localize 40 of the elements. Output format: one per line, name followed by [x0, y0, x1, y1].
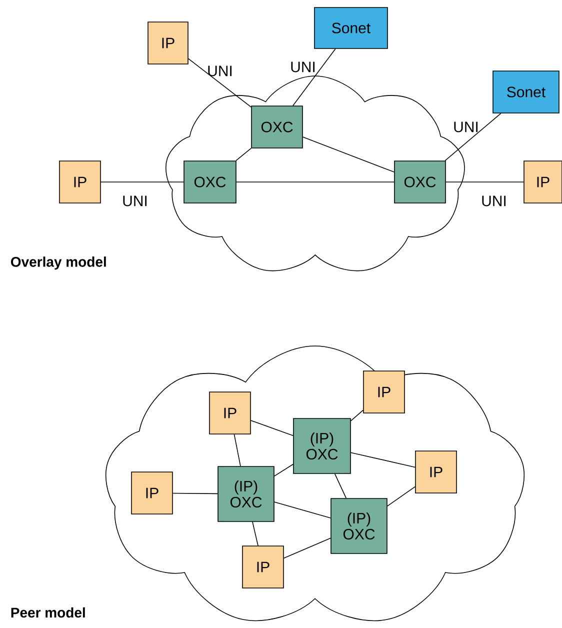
model-caption: Peer model — [11, 607, 85, 618]
ip-box: IP — [59, 160, 101, 204]
oxc-box: OXC — [184, 160, 236, 204]
ip-box: IP — [209, 392, 251, 434]
cloud-shape — [106, 346, 524, 622]
oxc-box: OXC — [251, 106, 303, 148]
ip-box: IP — [148, 22, 188, 64]
edge-label: UNI — [123, 196, 147, 206]
connector-line — [188, 58, 252, 108]
model-caption: Overlay model — [10, 256, 106, 270]
sonet-box: Sonet — [314, 7, 388, 49]
oxc-box: (IP) OXC — [293, 418, 351, 474]
oxc-box: OXC — [394, 160, 446, 204]
oxc-box: (IP) OXC — [330, 498, 388, 554]
ip-box: IP — [242, 546, 284, 588]
connector-line — [444, 113, 502, 161]
oxc-box: (IP) OXC — [218, 466, 274, 522]
connector-line — [292, 48, 336, 106]
sonet-box: Sonet — [492, 70, 560, 114]
connector-line — [234, 434, 241, 466]
edge-label: UNI — [208, 66, 232, 76]
edge-label: UNI — [291, 62, 315, 72]
edge-label: UNI — [482, 196, 506, 206]
ip-box: IP — [131, 472, 173, 514]
connector-line — [387, 486, 416, 506]
connector-line — [172, 492, 218, 494]
connector-line — [250, 420, 294, 436]
ip-box: IP — [524, 160, 562, 204]
ip-box: IP — [363, 370, 405, 414]
ip-box: IP — [415, 450, 457, 494]
connector-line — [274, 502, 331, 518]
edge-label: UNI — [454, 122, 478, 132]
connector-line — [350, 410, 364, 422]
connector-line — [334, 474, 346, 498]
connector-line — [252, 522, 258, 546]
connector-line — [284, 538, 331, 558]
connector-line — [236, 148, 252, 161]
connector-line — [274, 464, 294, 476]
connector-line — [350, 452, 416, 468]
connector-line — [302, 136, 394, 172]
